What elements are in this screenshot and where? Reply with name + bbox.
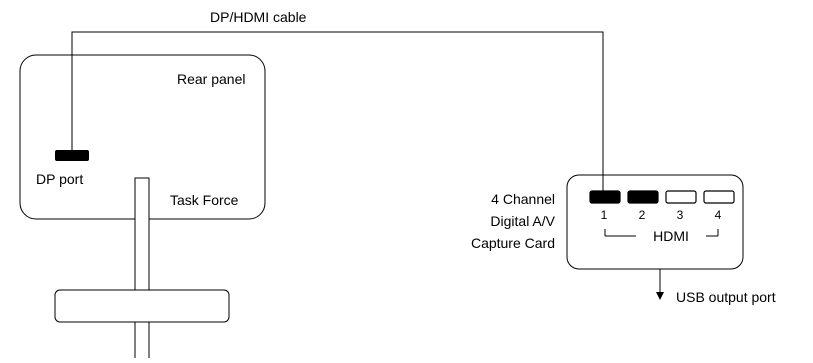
dp-port-label: DP port (36, 171, 83, 187)
stand-pole-upper (134, 177, 150, 291)
usb-output: USB output port (656, 269, 776, 305)
hdmi-port-2-label: 2 (639, 208, 646, 222)
cable-label: DP/HDMI cable (210, 9, 307, 25)
capture-card-outline (566, 174, 744, 270)
stand-base (54, 289, 230, 323)
task-force-label: Task Force (170, 192, 239, 208)
task-force-computer: Rear panel DP port Task Force (19, 54, 266, 358)
capture-card-title-line-1: 4 Channel (491, 191, 555, 207)
stand (54, 177, 230, 358)
capture-card-title-line-2: Digital A/V (490, 213, 555, 229)
hdmi-group-bracket: HDMI (604, 228, 719, 244)
hdmi-port-3-label: 3 (677, 208, 684, 222)
hdmi-port-1-icon (589, 190, 621, 204)
dp-port-icon (55, 150, 89, 161)
hdmi-port-4-icon (703, 190, 735, 204)
dp-hdmi-cable: DP/HDMI cable (71, 9, 604, 191)
down-arrow-icon (656, 292, 664, 300)
hdmi-port-4-label: 4 (715, 208, 722, 222)
hdmi-port-2-icon (627, 190, 659, 204)
usb-output-label: USB output port (676, 289, 776, 305)
hdmi-group-label: HDMI (653, 228, 689, 244)
hdmi-port-1-label: 1 (601, 208, 608, 222)
capture-card-title-line-3: Capture Card (471, 235, 555, 251)
hdmi-ports: 1 2 3 4 (589, 190, 735, 222)
rear-panel-label: Rear panel (177, 71, 246, 87)
hdmi-port-3-icon (665, 190, 697, 204)
